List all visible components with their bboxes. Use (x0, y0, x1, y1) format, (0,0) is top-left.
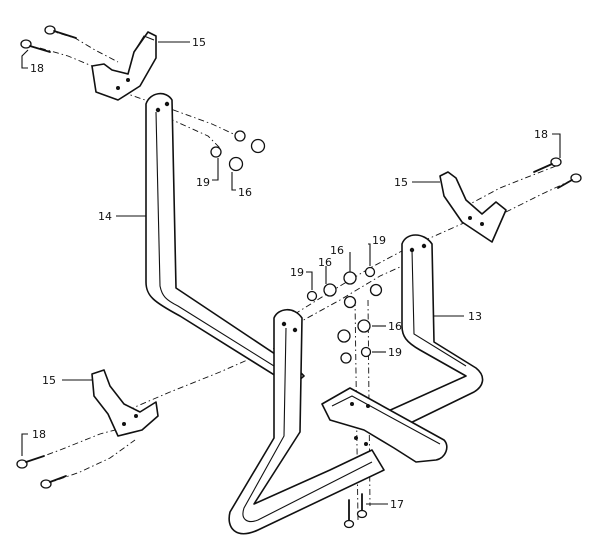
callout-19-c: 19 (290, 266, 304, 279)
callout-16-d: 16 (388, 320, 402, 333)
callout-16-b: 16 (330, 244, 344, 257)
callout-14: 14 (98, 210, 112, 223)
rail-13 (385, 234, 484, 429)
callout-13: 13 (468, 310, 482, 323)
callout-19-d: 19 (388, 346, 402, 359)
leader-lines (21, 41, 561, 505)
callout-15-left: 15 (42, 374, 56, 387)
bolts-17 (343, 493, 368, 529)
callout-17: 17 (390, 498, 404, 511)
callout-15-top: 15 (192, 36, 206, 49)
bracket-15-left (91, 369, 159, 437)
callout-19-a: 19 (196, 176, 210, 189)
callout-16-c: 16 (318, 256, 332, 269)
bracket-15-right (439, 171, 507, 243)
front-rail (228, 308, 385, 535)
callout-19-b: 19 (372, 234, 386, 247)
bolts-18-bottom (16, 455, 67, 489)
bracket-15-top (91, 31, 157, 101)
callout-18-top: 18 (30, 62, 44, 75)
hardware-16-19 (210, 130, 383, 364)
callout-labels: 15 18 14 19 16 18 15 16 19 19 16 13 16 1… (30, 36, 548, 511)
callout-18-bottom: 18 (32, 428, 46, 441)
base-crossbar (321, 387, 448, 463)
callout-16-a: 16 (238, 186, 252, 199)
bolts-18-right (533, 157, 582, 189)
rail-14 (145, 92, 305, 387)
callout-18-right: 18 (534, 128, 548, 141)
bolts-18-top (20, 25, 77, 53)
callout-15-right: 15 (394, 176, 408, 189)
